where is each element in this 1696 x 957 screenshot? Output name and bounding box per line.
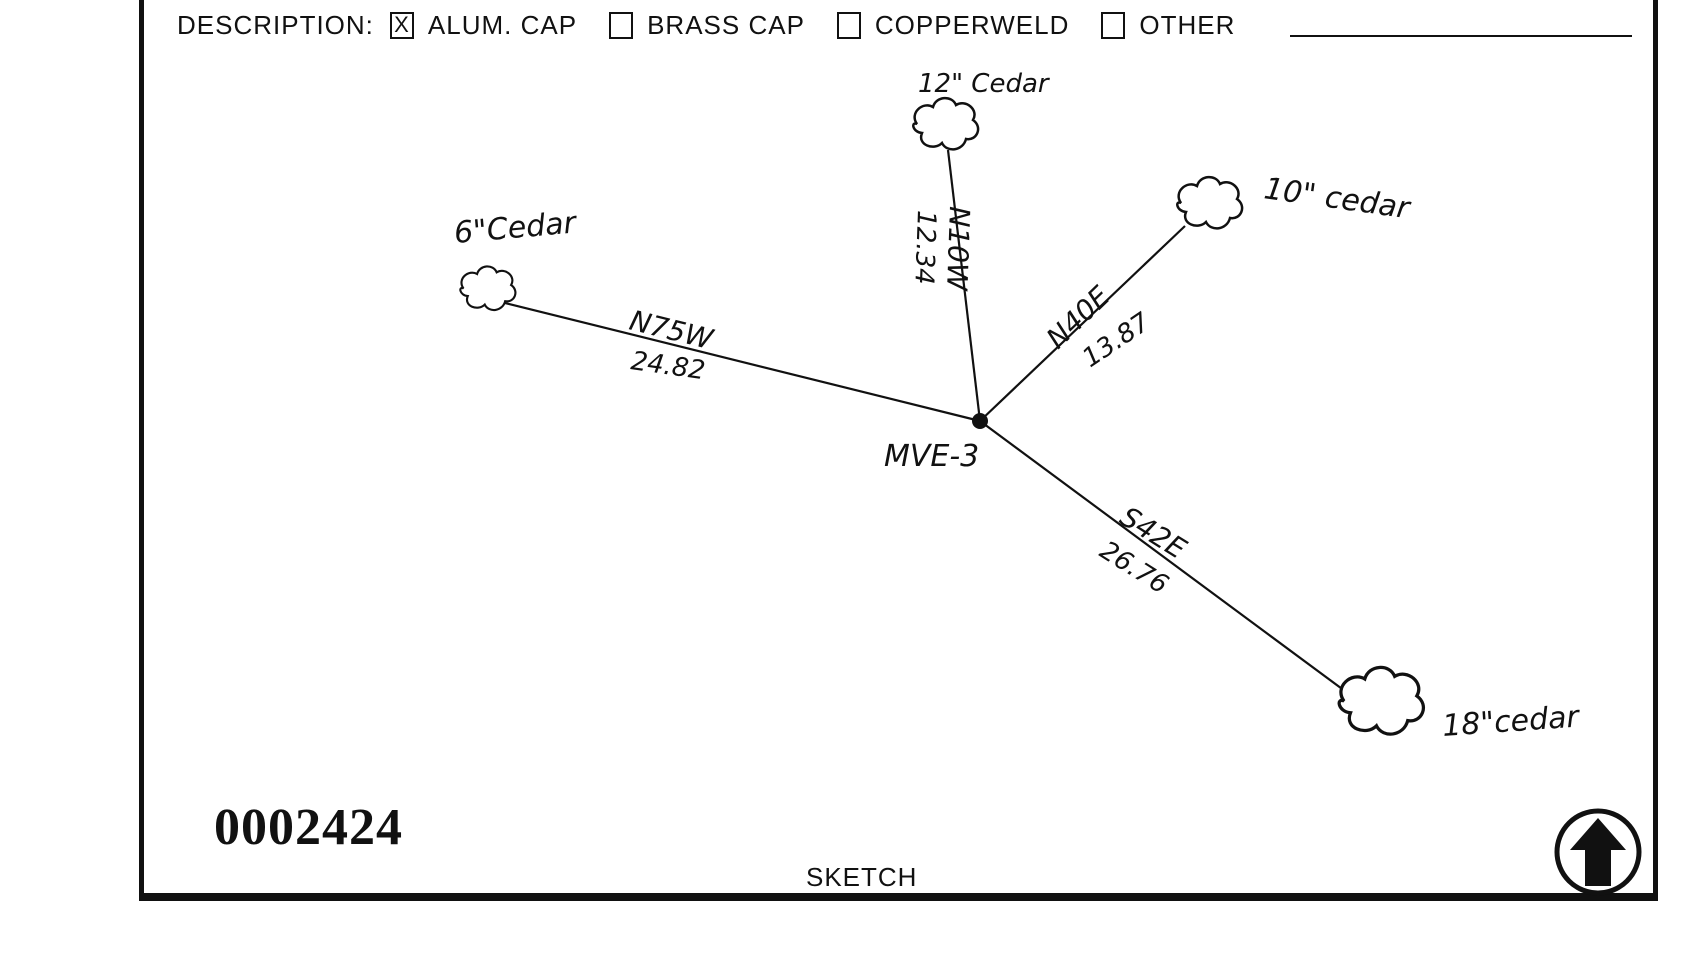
line-n10w (946, 149, 982, 422)
tree-label-6-cedar: 6"Cedar (453, 205, 579, 251)
line-n75w (496, 299, 981, 423)
serial-number: 0002424 (214, 799, 403, 856)
tree-icon (1176, 175, 1244, 230)
tree-icon (1337, 665, 1426, 736)
description-row: DESCRIPTION: X ALUM. CAP BRASS CAP COPPE… (177, 8, 1267, 42)
station-point (972, 413, 988, 429)
tree-icon (912, 96, 980, 151)
checkbox-copperweld[interactable] (836, 11, 861, 39)
line-s42e (979, 420, 1354, 698)
option-label-copperweld: COPPERWELD (874, 9, 1070, 40)
other-fill-line (1290, 35, 1632, 37)
option-label-brass-cap: BRASS CAP (647, 9, 805, 40)
option-label-alum-cap: ALUM. CAP (427, 9, 578, 40)
line-n40e (979, 225, 1186, 422)
option-copperweld[interactable]: COPPERWELD (836, 9, 1070, 41)
description-label: DESCRIPTION: (177, 9, 374, 40)
tree-label-18-cedar: 18"cedar (1441, 699, 1581, 744)
distance-12-34: 12.34 (908, 210, 941, 285)
station-label: MVE-3 (884, 439, 979, 474)
north-arrow-icon (1554, 808, 1642, 896)
checkbox-other[interactable] (1101, 11, 1126, 39)
checkbox-brass-cap[interactable] (609, 11, 634, 39)
option-label-other: OTHER (1139, 9, 1236, 40)
checkbox-mark: X (394, 12, 410, 37)
option-alum-cap[interactable]: X ALUM. CAP (389, 9, 578, 41)
tree-icon (459, 265, 517, 312)
checkbox-alum-cap[interactable]: X (389, 11, 414, 39)
option-other[interactable]: OTHER (1101, 10, 1235, 41)
form-frame (139, 0, 1658, 901)
tree-label-12-cedar: 12" Cedar (918, 69, 1051, 99)
tree-label-10-cedar: 10" cedar (1262, 171, 1413, 226)
sketch-label: SKETCH (806, 862, 918, 892)
bearing-n10w: N10W (940, 206, 976, 293)
option-brass-cap[interactable]: BRASS CAP (609, 10, 805, 41)
